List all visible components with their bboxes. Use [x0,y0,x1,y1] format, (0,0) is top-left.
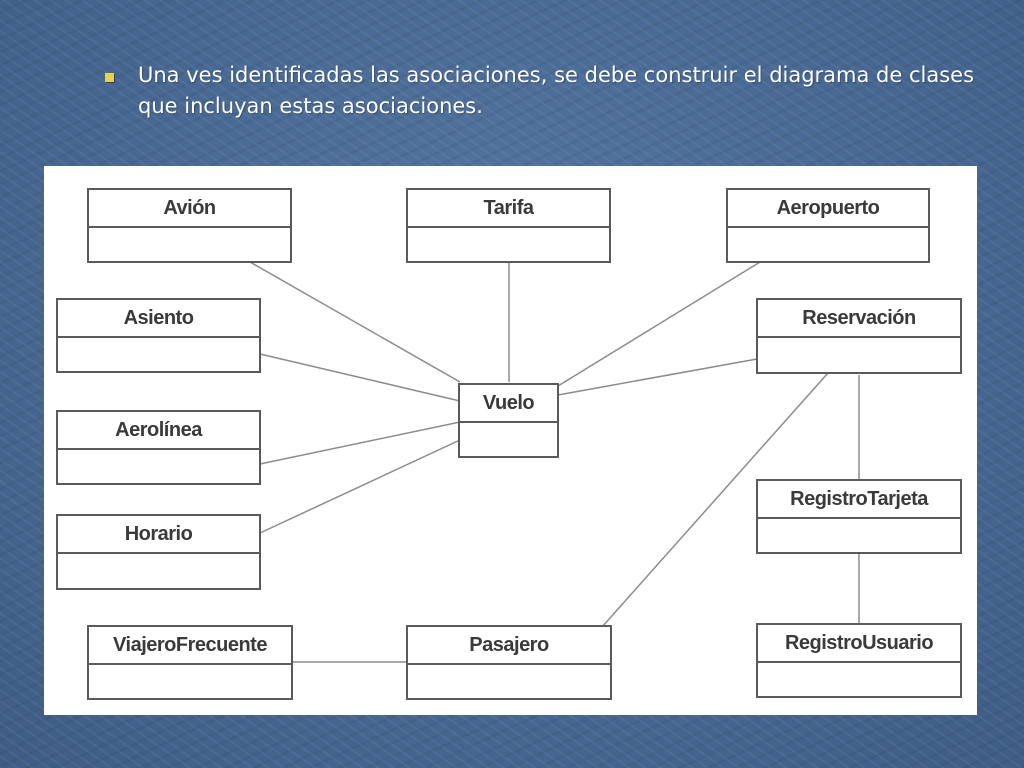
class-registro-tarjeta: RegistroTarjeta [756,479,962,554]
class-attributes-aeropuerto [728,228,928,260]
class-attributes-avion [89,228,290,260]
association-aeropuerto-vuelo [557,261,761,387]
class-attributes-registro-tarjeta [758,519,960,551]
association-avion-vuelo [249,261,461,383]
class-diagram: Avión Tarifa Aeropuerto Asiento Reservac… [44,166,977,715]
association-asiento-vuelo [259,353,461,402]
bullet-text: Una ves identificadas las asociaciones, … [138,63,975,118]
class-name-registro-usuario: RegistroUsuario [758,625,960,663]
class-pasajero: Pasajero [406,625,612,700]
class-attributes-pasajero [408,665,610,697]
class-name-horario: Horario [58,516,259,554]
class-name-aerolinea: Aerolínea [58,412,259,450]
class-name-registro-tarjeta: RegistroTarjeta [758,481,960,519]
class-avion: Avión [87,188,292,263]
class-attributes-reservacion [758,338,960,370]
association-lines [249,261,860,663]
class-asiento: Asiento [56,298,261,373]
class-name-reservacion: Reservación [758,300,960,338]
class-name-aeropuerto: Aeropuerto [728,190,928,228]
association-reservacion-vuelo [557,358,758,396]
class-name-tarifa: Tarifa [408,190,609,228]
class-name-avion: Avión [89,190,290,228]
class-name-asiento: Asiento [58,300,259,338]
class-tarifa: Tarifa [406,188,611,263]
class-aeropuerto: Aeropuerto [726,188,930,263]
association-aerolinea-vuelo [259,421,461,465]
class-name-pasajero: Pasajero [408,627,610,665]
class-horario: Horario [56,514,261,590]
class-registro-usuario: RegistroUsuario [756,623,962,698]
class-reservacion: Reservación [756,298,962,374]
class-attributes-asiento [58,338,259,370]
class-viajero-frecuente: ViajeroFrecuente [87,625,293,700]
class-name-viajero-frecuente: ViajeroFrecuente [89,627,291,665]
class-attributes-viajero-frecuente [89,665,291,697]
class-attributes-registro-usuario [758,663,960,695]
class-attributes-tarifa [408,228,609,260]
association-horario-vuelo [259,439,461,534]
association-reservacion-pasajero [601,372,829,628]
class-attributes-vuelo [460,423,557,455]
bullet-square-icon [105,73,114,82]
class-attributes-horario [58,554,259,586]
class-attributes-aerolinea [58,450,259,482]
class-vuelo: Vuelo [458,383,559,458]
class-name-vuelo: Vuelo [460,385,557,423]
class-aerolinea: Aerolínea [56,410,261,485]
